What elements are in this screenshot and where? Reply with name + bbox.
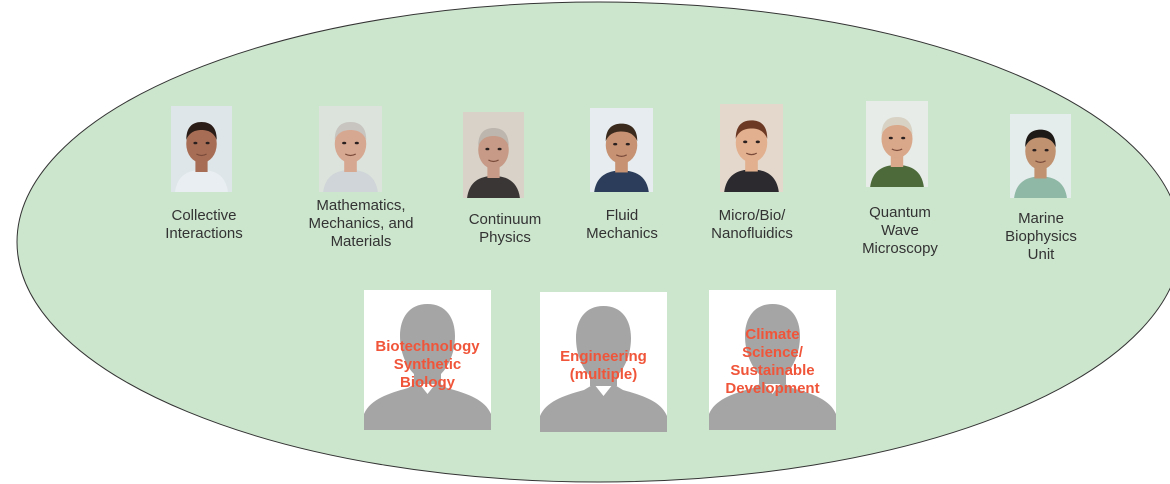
person-silhouette-icon	[709, 304, 836, 430]
biotechnology-synthetic-biology-label-line: Synthetic	[393, 356, 462, 373]
mathematics-mechanics-materials-photo	[319, 106, 382, 192]
collective-interactions-label-line: Interactions	[165, 225, 243, 242]
person-silhouette-icon	[364, 304, 491, 430]
continuum-physics-label-line: Physics	[479, 229, 531, 246]
fluid-mechanics-label-line: Fluid	[605, 207, 639, 224]
marine-biophysics-label-line: Unit	[1027, 246, 1055, 263]
quantum-wave-microscopy-label-line: Wave	[881, 222, 919, 239]
marine-biophysics-photo	[1010, 114, 1071, 198]
climate-science-sustainable-development-label-line: Development	[725, 380, 820, 397]
micro-bio-nanofluidics-label-line: Micro/Bio/	[718, 207, 786, 224]
person-silhouette-icon	[540, 306, 667, 432]
continuum-physics-label-line: Continuum	[468, 211, 542, 228]
climate-science-sustainable-development-label-line: Science/	[742, 344, 803, 361]
mathematics-mechanics-materials-label-line: Mechanics, and	[308, 215, 414, 232]
continuum-physics-photo	[463, 112, 524, 198]
engineering-multiple-vacancy: Engineering(multiple)	[540, 292, 667, 432]
quantum-wave-microscopy-photo	[866, 101, 928, 187]
biotechnology-synthetic-biology-label-line: Biotechnology	[375, 338, 480, 355]
micro-bio-nanofluidics-photo	[720, 104, 783, 192]
micro-bio-nanofluidics-label: Micro/Bio/Nanofluidics	[677, 207, 827, 243]
marine-biophysics-label-line: Biophysics	[1005, 228, 1077, 245]
collective-interactions-label-line: Collective	[171, 207, 237, 224]
fluid-mechanics-photo	[590, 108, 653, 192]
engineering-multiple-label: Engineering(multiple)	[540, 348, 667, 384]
quantum-wave-microscopy-label-line: Microscopy	[862, 240, 938, 257]
engineering-multiple-label-line: Engineering	[560, 348, 647, 365]
climate-science-sustainable-development-label-line: Sustainable	[730, 362, 815, 379]
climate-science-sustainable-development-label-line: Climate	[745, 326, 800, 343]
micro-bio-nanofluidics-label-line: Nanofluidics	[711, 225, 793, 242]
mathematics-mechanics-materials-label-line: Materials	[330, 233, 392, 250]
engineering-multiple-label-line: (multiple)	[569, 366, 638, 383]
marine-biophysics-label-line: Marine	[1018, 210, 1064, 227]
mathematics-mechanics-materials-label-line: Mathematics,	[316, 197, 406, 214]
fluid-mechanics-label-line: Mechanics	[586, 225, 658, 242]
quantum-wave-microscopy-label-line: Quantum	[869, 204, 931, 221]
collective-interactions-photo	[171, 106, 232, 192]
biotechnology-synthetic-biology-label-line: Biology	[400, 374, 455, 391]
